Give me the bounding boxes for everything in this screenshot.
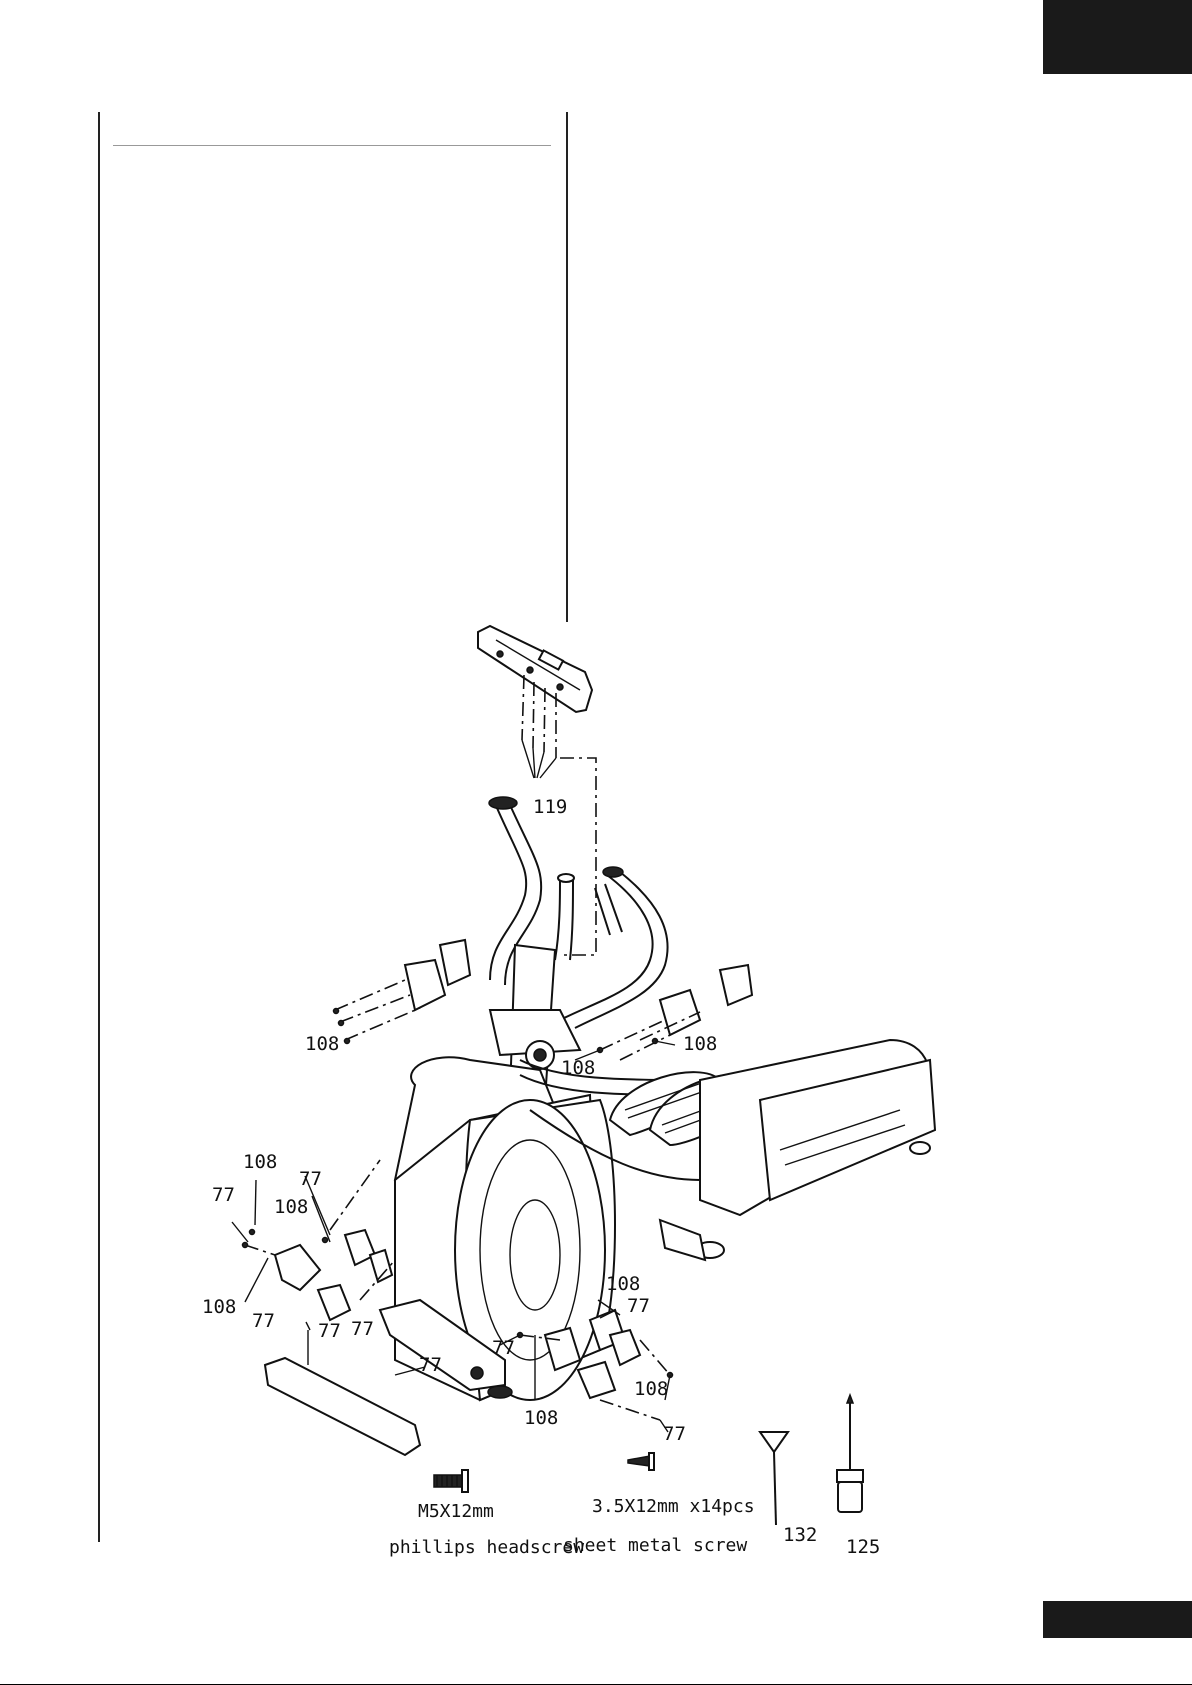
sheet-metal-screw-icon: [628, 1453, 654, 1470]
callout-77-left-e: 77: [351, 1318, 374, 1340]
callout-108-right-a: 108: [606, 1273, 640, 1295]
callout-108-right-b: 108: [634, 1378, 668, 1400]
callout-77-left-c: 77: [252, 1310, 275, 1332]
callout-77-left-b: 77: [212, 1184, 235, 1206]
callout-108-right-c: 108: [524, 1407, 558, 1429]
cover-top-left: [334, 940, 471, 1044]
callout-108-left-c: 108: [202, 1296, 236, 1318]
screw1-name: phillips headscrew: [389, 1537, 584, 1558]
console-part: [478, 626, 592, 712]
callout-108-top-right: 108: [683, 1033, 717, 1055]
callout-108-top-mid: 108: [561, 1057, 595, 1079]
callout-108-left-b: 108: [274, 1196, 308, 1218]
screw1-size: M5X12mm: [418, 1501, 494, 1522]
callout-77-left-a: 77: [299, 1168, 322, 1190]
callout-119: 119: [533, 796, 567, 818]
callout-77-right-b: 77: [492, 1337, 515, 1359]
callout-108-left-a: 108: [243, 1151, 277, 1173]
screwdriver-icon: [837, 1395, 863, 1512]
callout-77-front: 77: [419, 1354, 442, 1376]
tool-125-label: 125: [846, 1536, 880, 1558]
allen-wrench-icon: [760, 1432, 788, 1525]
cover-top-right: [598, 965, 753, 1060]
callout-108-top-left: 108: [305, 1033, 339, 1055]
callout-77-right-c: 77: [663, 1423, 686, 1445]
phillips-headscrew-icon: [434, 1470, 468, 1492]
callout-77-right-a: 77: [627, 1295, 650, 1317]
callout-77-left-d: 77: [318, 1320, 341, 1342]
screw2-name: sheet metal screw: [563, 1535, 747, 1556]
screw2-size: 3.5X12mm x14pcs: [592, 1496, 755, 1517]
tool-132-label: 132: [783, 1524, 817, 1546]
